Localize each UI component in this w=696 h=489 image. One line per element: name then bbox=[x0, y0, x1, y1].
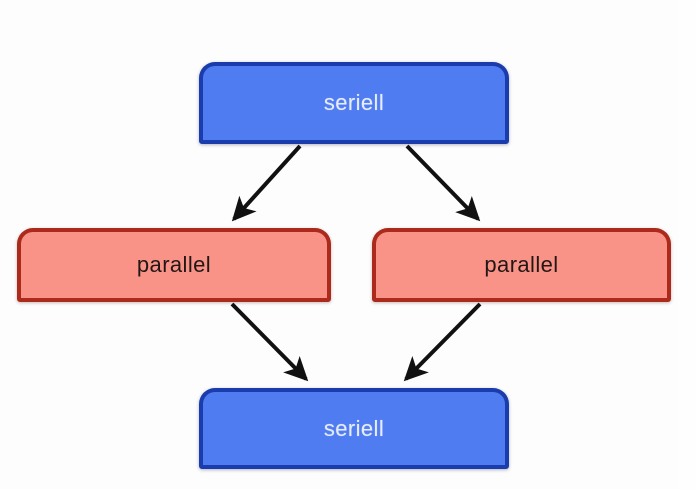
node-label: parallel bbox=[136, 252, 212, 277]
edge-left-to-bottom bbox=[230, 302, 309, 382]
node-seriell-bottom[interactable]: seriell bbox=[199, 388, 509, 469]
node-seriell-top[interactable]: seriell bbox=[199, 62, 509, 144]
node-label: seriell bbox=[323, 90, 385, 115]
edge-top-to-left bbox=[231, 144, 302, 222]
edge-right-to-bottom bbox=[403, 302, 482, 382]
node-parallel-right[interactable]: parallel bbox=[372, 228, 671, 302]
node-label: parallel bbox=[484, 252, 559, 277]
node-parallel-left[interactable]: parallel bbox=[17, 228, 331, 302]
edge-top-to-right bbox=[405, 144, 481, 222]
node-label: seriell bbox=[323, 415, 385, 441]
